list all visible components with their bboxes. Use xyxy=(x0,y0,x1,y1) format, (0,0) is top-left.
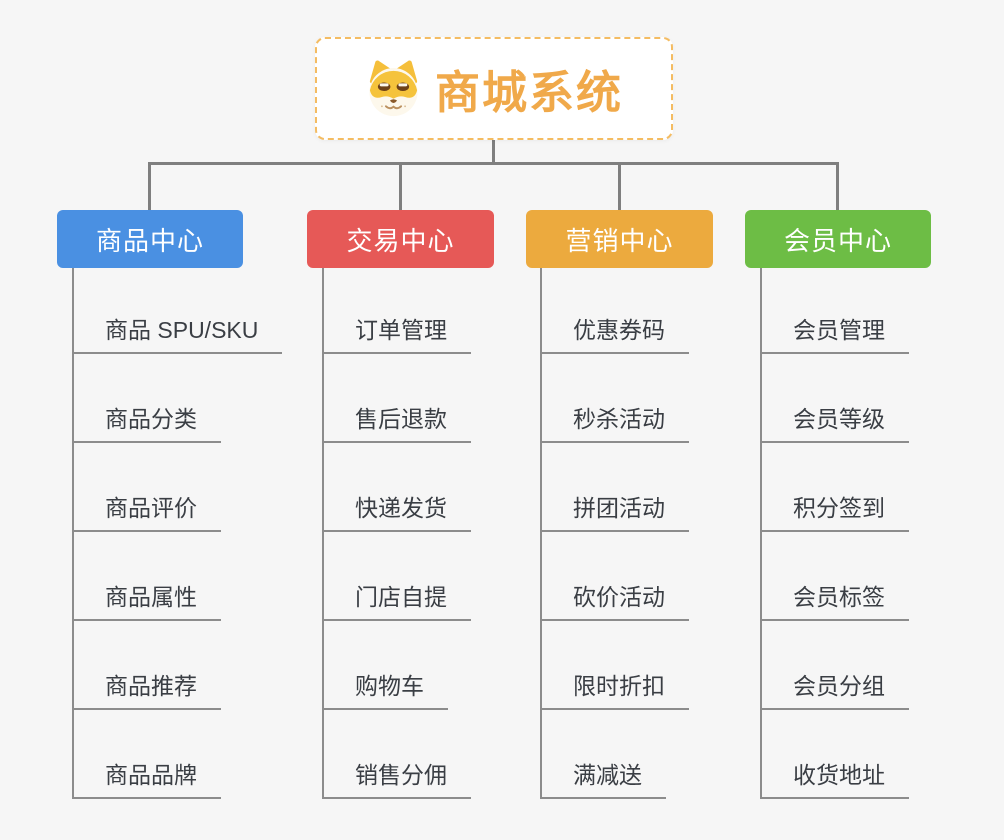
leaf-bargain-activity[interactable]: 砍价活动 xyxy=(540,581,689,621)
leaf-express-delivery[interactable]: 快递发货 xyxy=(322,492,471,532)
trunk-trade xyxy=(322,268,324,799)
leaf-member-tag[interactable]: 会员标签 xyxy=(760,581,909,621)
leaf-member-group[interactable]: 会员分组 xyxy=(760,670,909,710)
leaf-points-checkin[interactable]: 积分签到 xyxy=(760,492,909,532)
connector-drop-trade xyxy=(399,162,402,210)
leaf-aftersale-refund[interactable]: 售后退款 xyxy=(322,403,471,443)
root-title: 商城系统 xyxy=(434,67,623,118)
connector-drop-member xyxy=(836,162,839,210)
connector-root-drop xyxy=(492,140,495,164)
root-node[interactable]: 商城系统 xyxy=(315,37,673,140)
leaf-product-spu-sku[interactable]: 商品 SPU/SKU xyxy=(72,314,283,354)
trunk-product xyxy=(72,268,74,799)
leaf-full-reduction[interactable]: 满减送 xyxy=(540,759,666,799)
leaf-group-buy[interactable]: 拼团活动 xyxy=(540,492,689,532)
branch-trade-center[interactable]: 交易中心 xyxy=(307,210,494,268)
leaf-product-category[interactable]: 商品分类 xyxy=(72,403,221,443)
leaf-coupon-code[interactable]: 优惠券码 xyxy=(540,314,689,354)
leaf-shipping-address[interactable]: 收货地址 xyxy=(760,759,909,799)
branch-product-center[interactable]: 商品中心 xyxy=(57,210,243,268)
branch-member-center[interactable]: 会员中心 xyxy=(745,210,931,268)
connector-drop-marketing xyxy=(618,162,621,210)
leaf-sales-commission[interactable]: 销售分佣 xyxy=(322,759,471,799)
trunk-marketing xyxy=(540,268,542,799)
dog-face-icon xyxy=(369,60,418,117)
leaf-flash-sale[interactable]: 秒杀活动 xyxy=(540,403,689,443)
leaf-shopping-cart[interactable]: 购物车 xyxy=(322,670,448,710)
connector-drop-product xyxy=(148,162,151,210)
leaf-product-recommend[interactable]: 商品推荐 xyxy=(72,670,221,710)
leaf-store-pickup[interactable]: 门店自提 xyxy=(322,581,471,621)
trunk-member xyxy=(760,268,762,799)
leaf-member-management[interactable]: 会员管理 xyxy=(760,314,909,354)
leaf-product-brand[interactable]: 商品品牌 xyxy=(72,759,221,799)
leaf-product-review[interactable]: 商品评价 xyxy=(72,492,221,532)
connector-horizontal xyxy=(148,162,839,165)
leaf-limited-time-discount[interactable]: 限时折扣 xyxy=(540,670,689,710)
leaf-product-attribute[interactable]: 商品属性 xyxy=(72,581,221,621)
leaf-member-level[interactable]: 会员等级 xyxy=(760,403,909,443)
branch-marketing-center[interactable]: 营销中心 xyxy=(526,210,713,268)
leaf-order-management[interactable]: 订单管理 xyxy=(322,314,471,354)
